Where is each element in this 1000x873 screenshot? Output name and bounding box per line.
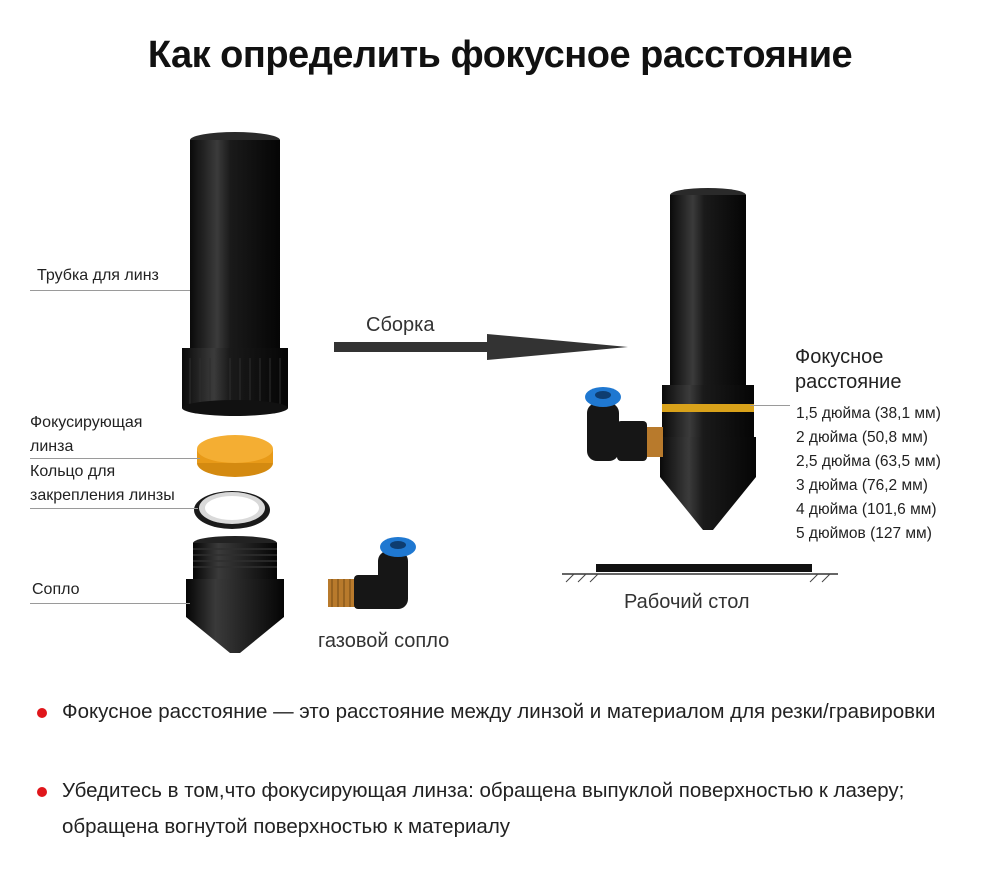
nozzle-label: Сопло	[32, 580, 80, 600]
gas-nozzle-illustration	[320, 535, 425, 615]
page-title: Как определить фокусное расстояние	[0, 34, 1000, 77]
focus-lens-illustration	[195, 433, 275, 479]
lens-tube-label: Трубка для линз	[37, 266, 159, 286]
lens-ring-illustration	[192, 484, 272, 532]
assembled-head-illustration	[575, 185, 775, 535]
focus-lens-leader	[30, 458, 200, 459]
focal-option: 2,5 дюйма (63,5 мм)	[796, 450, 941, 474]
work-table-illustration	[560, 560, 840, 584]
focal-leader	[750, 405, 790, 406]
focal-option: 5 дюймов (127 мм)	[796, 522, 941, 546]
lens-tube-leader	[30, 290, 190, 291]
note-1: Фокусное расстояние — это расстояние меж…	[62, 694, 962, 730]
note-2: Убедитесь в том,что фокусирующая линза: …	[62, 773, 962, 845]
focal-option: 2 дюйма (50,8 мм)	[796, 426, 941, 450]
focal-length-list: 1,5 дюйма (38,1 мм) 2 дюйма (50,8 мм) 2,…	[796, 402, 941, 546]
bullet-icon	[37, 708, 47, 718]
focal-option: 1,5 дюйма (38,1 мм)	[796, 402, 941, 426]
gas-nozzle-label: газовой сопло	[318, 630, 449, 653]
nozzle-leader	[30, 603, 190, 604]
focal-title-line2: расстояние	[795, 370, 901, 394]
focus-lens-label-line1: Фокусирующая	[30, 413, 142, 433]
lens-ring-leader	[30, 508, 198, 509]
focal-title-line1: Фокусное	[795, 345, 883, 369]
lens-tube-illustration	[170, 130, 300, 420]
work-table-label: Рабочий стол	[624, 591, 750, 614]
bullet-icon	[37, 787, 47, 797]
nozzle-illustration	[180, 535, 290, 660]
lens-ring-label-line2: закрепления линзы	[30, 486, 175, 506]
lens-ring-label-line1: Кольцо для	[30, 462, 115, 482]
focal-option: 3 дюйма (76,2 мм)	[796, 474, 941, 498]
focal-option: 4 дюйма (101,6 мм)	[796, 498, 941, 522]
focus-lens-label-line2: линза	[30, 437, 73, 457]
